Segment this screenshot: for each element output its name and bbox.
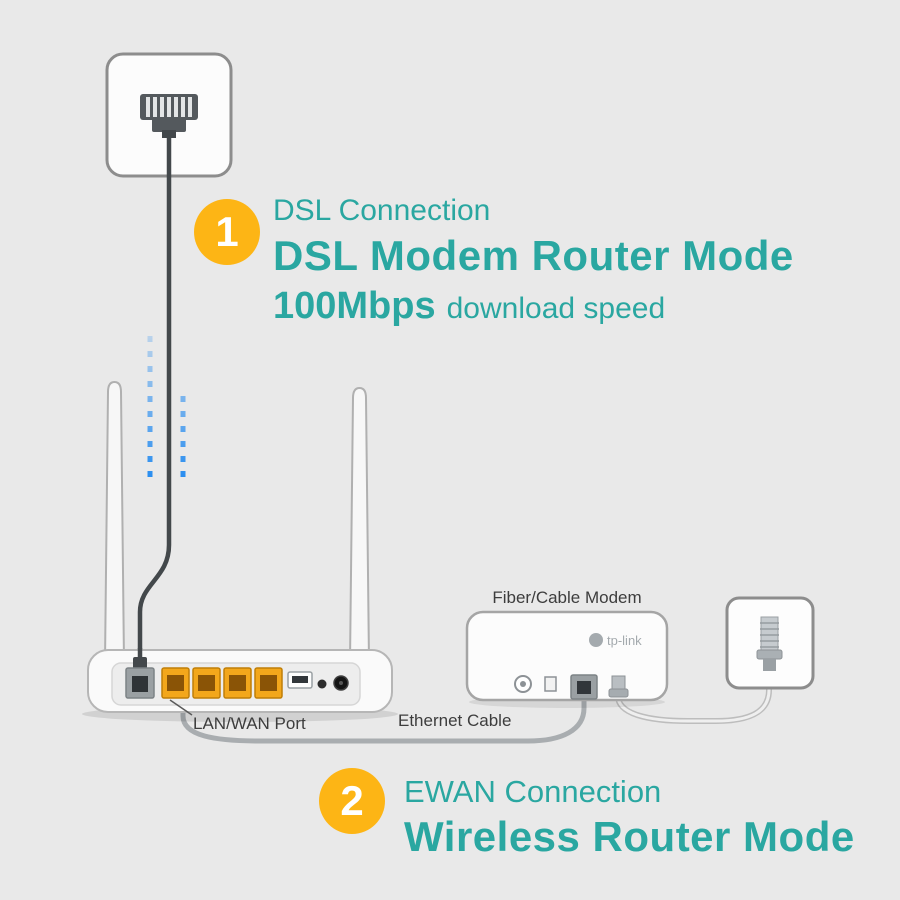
dsl-phone-cable bbox=[137, 134, 172, 653]
step1-speed: 100Mbps download speed bbox=[273, 285, 794, 329]
lan-port bbox=[254, 667, 283, 699]
lan-port bbox=[192, 667, 221, 699]
router-antenna-right bbox=[348, 386, 371, 663]
fiber-cable-modem-label: Fiber/Cable Modem bbox=[492, 588, 642, 607]
lan-wan-leader-line bbox=[169, 699, 193, 716]
ethernet-cable bbox=[180, 694, 587, 744]
modem-power-port bbox=[514, 675, 532, 693]
step1-text-block: DSL Connection DSL Modem Router Mode 100… bbox=[273, 194, 794, 328]
lan-port bbox=[223, 667, 252, 699]
step1-speed-value: 100Mbps bbox=[273, 284, 436, 327]
tplink-logo-icon: tp-link bbox=[589, 633, 642, 648]
router-back-view bbox=[82, 380, 398, 722]
coax-wall-socket-icon bbox=[725, 596, 815, 690]
modem-button bbox=[544, 676, 557, 692]
ethernet-cable-label: Ethernet Cable bbox=[398, 711, 512, 730]
step2-text-block: EWAN Connection Wireless Router Mode bbox=[404, 774, 855, 861]
lan-ports bbox=[161, 667, 283, 699]
coax-cable bbox=[615, 667, 772, 724]
lan-wan-port-label: LAN/WAN Port bbox=[193, 714, 306, 733]
dsl-wall-socket-icon bbox=[105, 52, 233, 178]
fiber-cable-modem: tp-link bbox=[465, 610, 669, 708]
modem-brand-text: tp-link bbox=[607, 633, 642, 648]
step1-speed-suffix: download speed bbox=[446, 291, 666, 325]
step1-heading: DSL Connection bbox=[273, 194, 491, 227]
usb-port bbox=[287, 671, 313, 689]
coax-connector bbox=[756, 616, 783, 671]
step2-heading: EWAN Connection bbox=[404, 774, 662, 809]
modem-coax-port bbox=[608, 675, 629, 698]
dsl-plug bbox=[133, 657, 147, 669]
step2-mode: Wireless Router Mode bbox=[404, 812, 855, 860]
wps-button bbox=[317, 679, 327, 689]
step2-number-badge: 2 bbox=[319, 768, 385, 834]
step1-number-badge: 1 bbox=[194, 199, 260, 265]
modem-body bbox=[465, 610, 669, 702]
router-antenna-left bbox=[103, 380, 126, 663]
modem-ethernet-port bbox=[570, 674, 598, 700]
step1-mode: DSL Modem Router Mode bbox=[273, 231, 794, 279]
dsl-signal-dots bbox=[147, 336, 186, 484]
dsl-port bbox=[125, 667, 155, 699]
lan-port bbox=[161, 667, 190, 699]
